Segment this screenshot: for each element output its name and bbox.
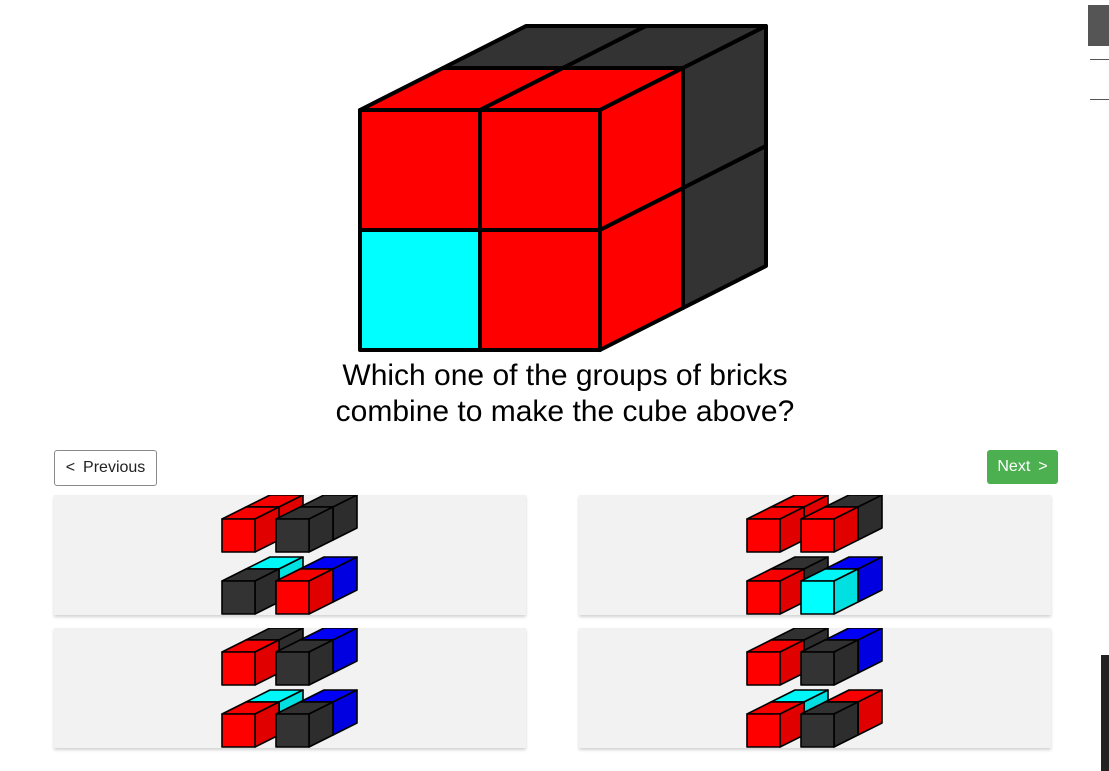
brick-cube-front	[221, 518, 256, 553]
brick-cube-front	[746, 713, 781, 748]
scrollbar-thumb[interactable]	[1088, 5, 1109, 46]
brick-group-b-image	[746, 495, 883, 615]
edge-divider	[1090, 99, 1109, 100]
puzzle-cube-image	[358, 24, 768, 352]
answer-option-b[interactable]	[579, 495, 1051, 615]
answer-option-a[interactable]	[54, 495, 526, 615]
question-line-1: Which one of the groups of bricks	[342, 359, 788, 392]
brick-cube-front	[800, 713, 835, 748]
next-label: Next	[997, 458, 1031, 475]
brick-cube-front	[275, 580, 310, 615]
brick-cube-front	[275, 713, 310, 748]
previous-button[interactable]: < Previous	[54, 450, 157, 486]
brick-cube-front	[275, 651, 310, 686]
brick-cube-front	[221, 713, 256, 748]
cube-front-face	[358, 108, 482, 232]
chevron-right-icon: >	[1038, 458, 1048, 475]
edge-divider	[1090, 59, 1109, 60]
brick-cube-front	[746, 580, 781, 615]
brick-cube-front	[746, 518, 781, 553]
previous-label: Previous	[83, 459, 146, 476]
brick-cube-front	[800, 651, 835, 686]
brick-group-a-image	[221, 495, 358, 615]
brick-cube-front	[800, 580, 835, 615]
edge-panel	[1101, 655, 1109, 771]
brick-cube-front	[800, 518, 835, 553]
answer-option-d[interactable]	[579, 628, 1051, 748]
brick-cube-front	[746, 651, 781, 686]
cube-front-face	[478, 228, 602, 352]
brick-group-c-image	[221, 628, 358, 748]
cube-front-face	[478, 108, 602, 232]
question-text: Which one of the groups of bricks combin…	[280, 358, 850, 430]
next-button[interactable]: Next >	[987, 450, 1058, 484]
brick-cube-front	[275, 518, 310, 553]
question-line-2: combine to make the cube above?	[335, 395, 795, 428]
chevron-left-icon: <	[65, 459, 76, 476]
brick-cube-front	[221, 580, 256, 615]
cube-front-face	[358, 228, 482, 352]
brick-group-d-image	[746, 628, 883, 748]
cube-right-face	[681, 144, 768, 310]
answer-option-c[interactable]	[54, 628, 526, 748]
brick-cube-front	[221, 651, 256, 686]
